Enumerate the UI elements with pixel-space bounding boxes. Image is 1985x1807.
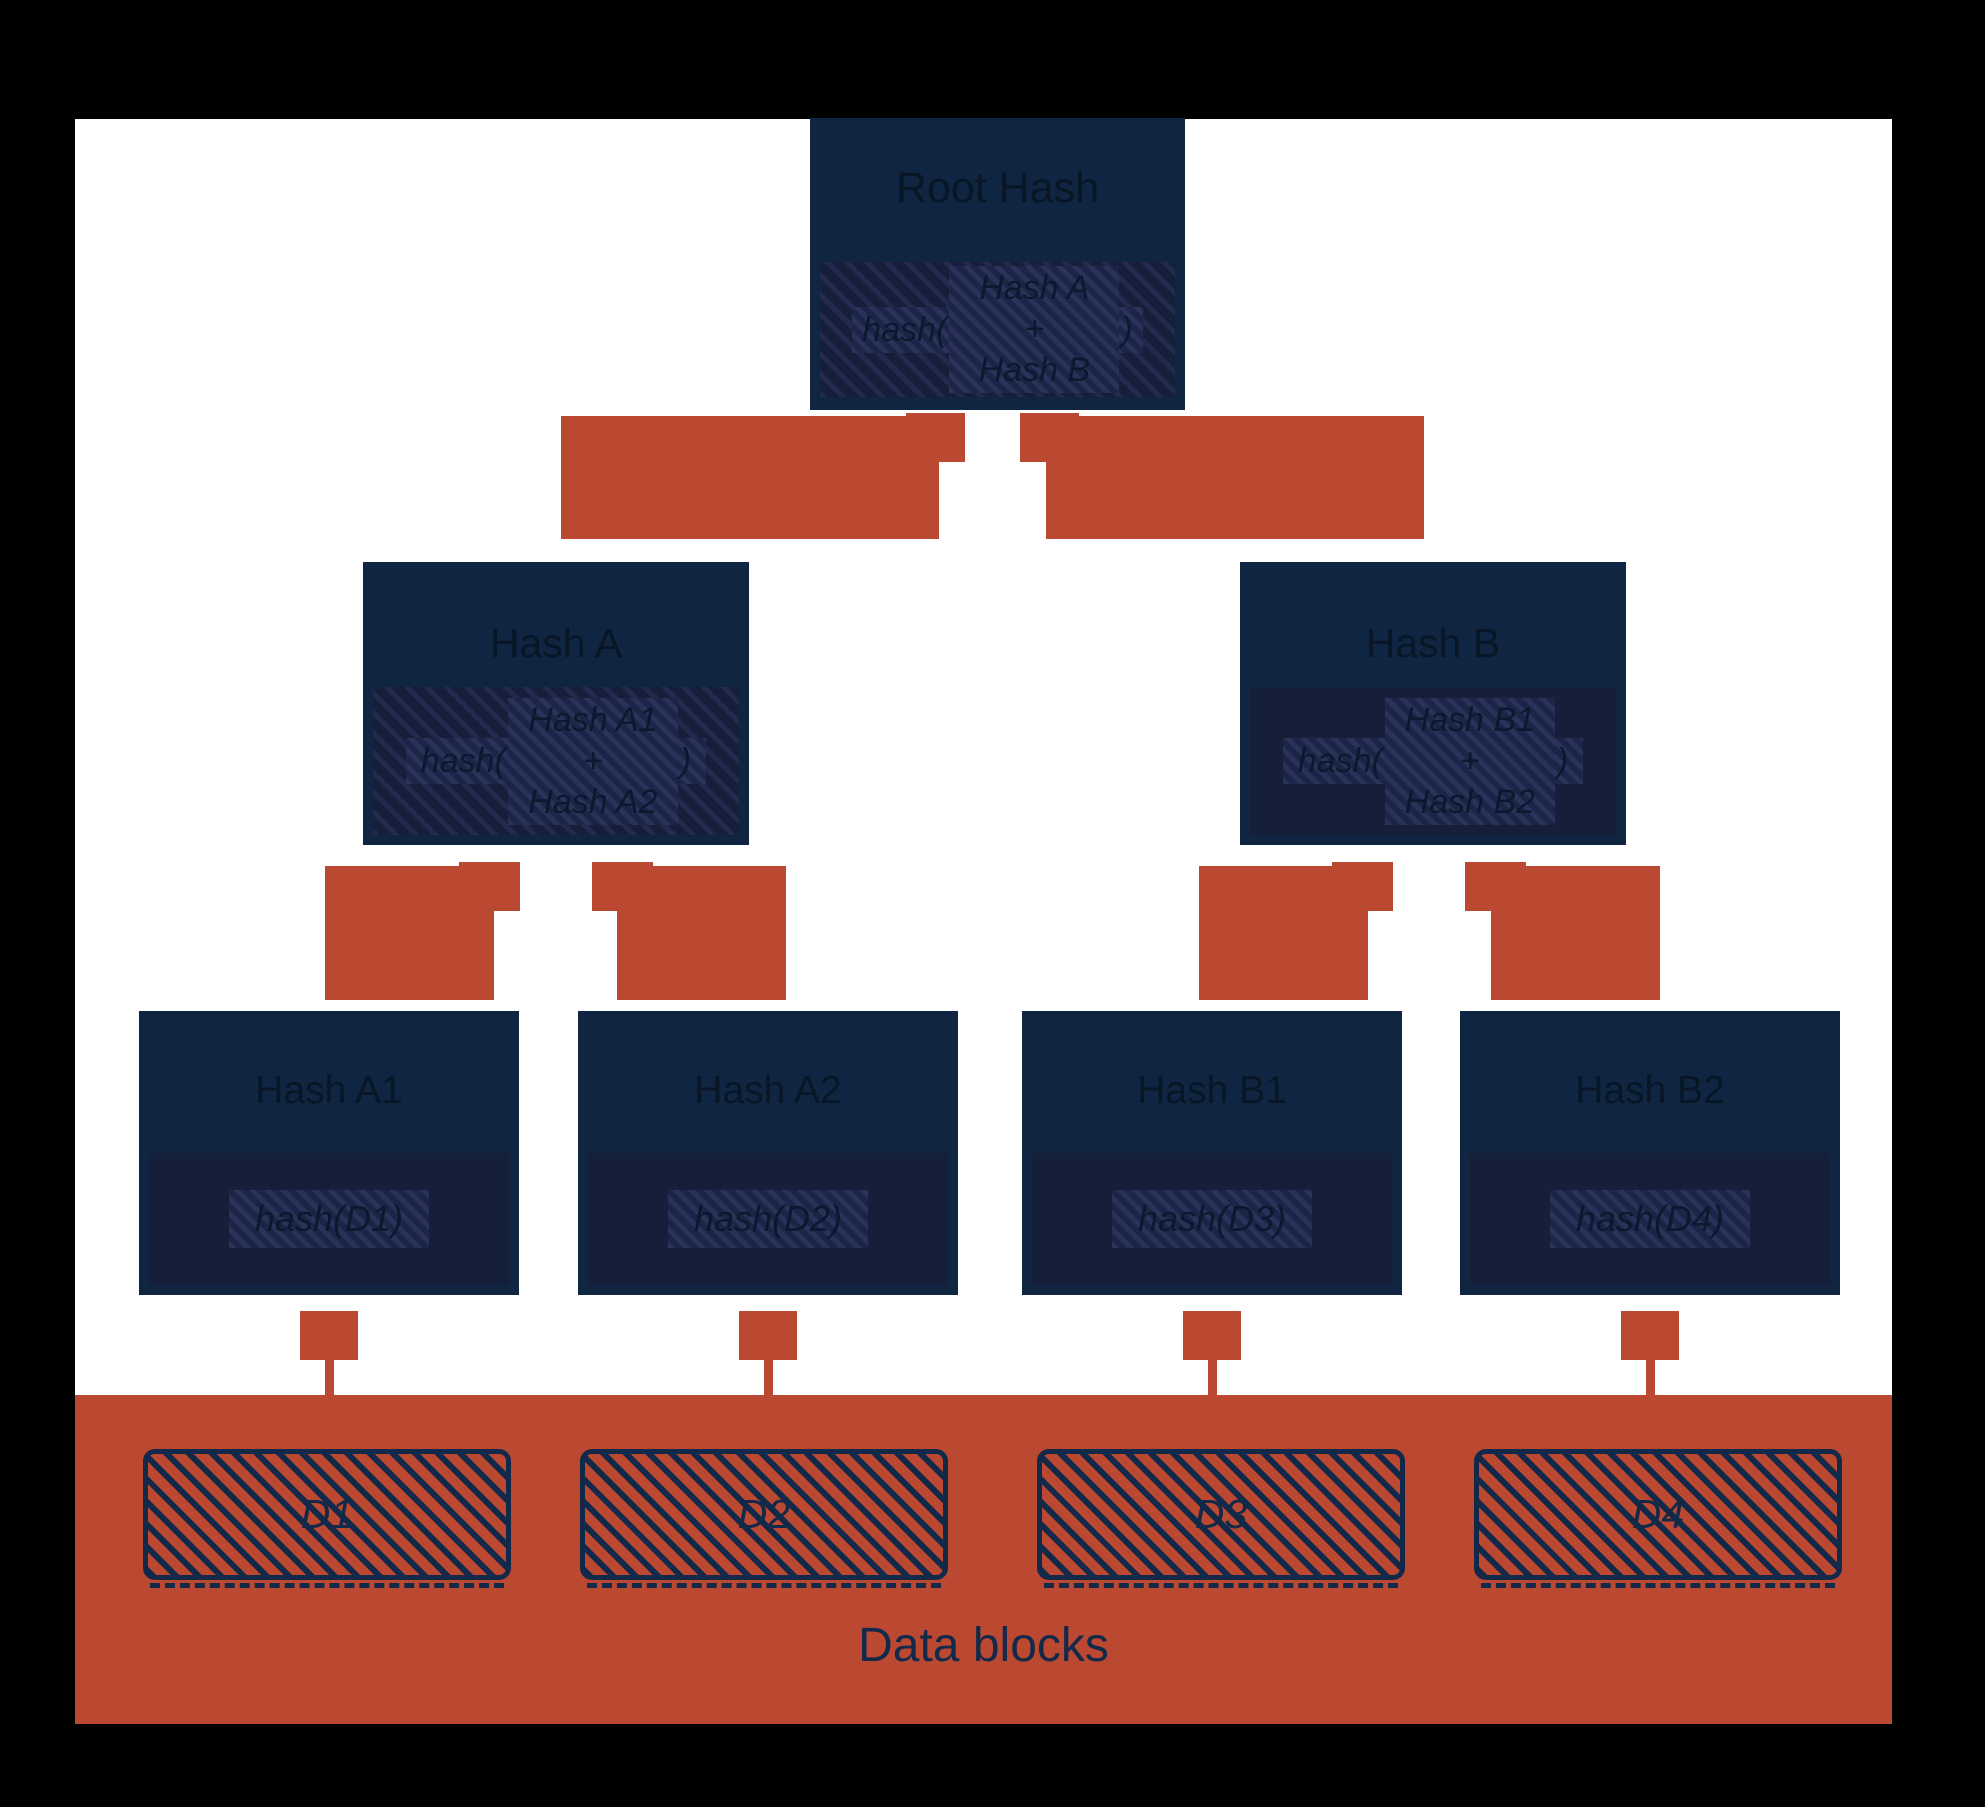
root-formula-prefix: hash( — [862, 310, 948, 349]
hash-a-operand-top: Hash A1 — [528, 700, 658, 739]
hash-b1-formula: hash(D3) — [1032, 1153, 1392, 1285]
hash-a-box: Hash A hash( Hash A1 + Hash A2 ) — [363, 562, 749, 845]
stem-hash-b1-block — [1183, 1311, 1241, 1360]
hash-b-formula-operands: Hash B1 + Hash B2 — [1384, 697, 1555, 825]
data-block-d3-label: D3 — [1194, 1491, 1248, 1537]
hash-a-title: Hash A — [489, 620, 623, 666]
hash-b-operand-plus: + — [1459, 741, 1480, 780]
hash-a-band: hash( Hash A1 + Hash A2 ) — [373, 687, 739, 835]
connector-hash-b-right-bar — [1491, 866, 1660, 1000]
hash-a-formula-operands: Hash A1 + Hash A2 — [507, 697, 678, 825]
connector-hash-a-right-bar — [617, 866, 786, 1000]
connector-hash-b-left-bar — [1199, 866, 1368, 1000]
hash-a1-band: hash(D1) — [149, 1153, 509, 1285]
hash-a2-title: Hash A2 — [694, 1069, 842, 1112]
hash-a1-formula: hash(D1) — [149, 1153, 509, 1285]
data-block-d1: D1 — [143, 1449, 511, 1588]
root-operand-bottom: Hash B — [978, 351, 1091, 389]
stem-hash-b2-line — [1646, 1360, 1655, 1396]
hash-a2-formula: hash(D2) — [588, 1153, 948, 1285]
data-blocks-label: Data blocks — [858, 1619, 1109, 1672]
hash-b2-box: Hash B2 hash(D4) — [1460, 1011, 1840, 1295]
hash-a1-formula-text: hash(D1) — [228, 1190, 430, 1248]
stem-hash-a2-block — [739, 1311, 797, 1360]
hash-b1-band: hash(D3) — [1032, 1153, 1392, 1285]
hash-b-operand-bottom: Hash B2 — [1404, 782, 1536, 821]
hash-a-operand-plus: + — [582, 741, 603, 780]
hash-b1-formula-text: hash(D3) — [1111, 1190, 1313, 1248]
root-formula-operands: Hash A + Hash B — [949, 266, 1120, 393]
hash-a-formula-suffix: ) — [679, 742, 692, 780]
stem-hash-a1-block — [300, 1311, 358, 1360]
stem-hash-a2-line — [764, 1360, 773, 1396]
root-hash-band: hash( Hash A + Hash B ) — [820, 262, 1175, 397]
hash-b-band: hash( Hash B1 + Hash B2 ) — [1250, 687, 1616, 835]
hash-b-formula: hash( Hash B1 + Hash B2 ) — [1250, 687, 1616, 835]
hash-a1-box: Hash A1 hash(D1) — [139, 1011, 519, 1295]
root-formula-suffix: ) — [1121, 310, 1133, 349]
hash-b2-band: hash(D4) — [1470, 1153, 1830, 1285]
root-operand-top: Hash A — [979, 269, 1090, 307]
data-block-d1-label: D1 — [300, 1491, 354, 1537]
hash-a1-title: Hash A1 — [255, 1069, 403, 1112]
hash-b-operand-top: Hash B1 — [1404, 700, 1536, 739]
hash-b1-title: Hash B1 — [1137, 1069, 1287, 1112]
hash-b-formula-prefix: hash( — [1297, 742, 1383, 780]
hash-b-formula-suffix: ) — [1556, 742, 1569, 780]
hash-a-formula-prefix: hash( — [420, 742, 506, 780]
hash-b-box: Hash B hash( Hash B1 + Hash B2 ) — [1240, 562, 1626, 845]
root-hash-box: Root Hash hash( Hash A + Hash B ) — [810, 118, 1185, 410]
hash-a-operand-bottom: Hash A2 — [528, 782, 658, 821]
hash-a2-formula-text: hash(D2) — [667, 1190, 869, 1248]
hash-b1-box: Hash B1 hash(D3) — [1022, 1011, 1402, 1295]
stem-hash-b1-line — [1208, 1360, 1217, 1396]
hash-a2-box: Hash A2 hash(D2) — [578, 1011, 958, 1295]
stem-hash-b2-block — [1621, 1311, 1679, 1360]
hash-b2-formula: hash(D4) — [1470, 1153, 1830, 1285]
data-block-d4-label: D4 — [1631, 1491, 1685, 1537]
hash-a-formula: hash( Hash A1 + Hash A2 ) — [373, 687, 739, 835]
connector-hash-a-left-bar — [325, 866, 494, 1000]
connector-root-right-bar — [1046, 416, 1424, 539]
data-block-d4: D4 — [1474, 1449, 1842, 1588]
hash-b-title: Hash B — [1365, 620, 1501, 666]
root-hash-title: Root Hash — [895, 164, 1100, 212]
root-hash-formula: hash( Hash A + Hash B ) — [820, 262, 1175, 397]
stem-hash-a1-line — [325, 1360, 334, 1396]
data-block-d3: D3 — [1037, 1449, 1405, 1588]
hash-b2-formula-text: hash(D4) — [1549, 1190, 1751, 1248]
data-block-d2-label: D2 — [737, 1491, 791, 1537]
hash-a2-band: hash(D2) — [588, 1153, 948, 1285]
root-operand-plus: + — [1024, 310, 1045, 348]
hash-b2-title: Hash B2 — [1575, 1069, 1725, 1112]
connector-root-left-bar — [561, 416, 939, 539]
data-block-d2: D2 — [580, 1449, 948, 1588]
